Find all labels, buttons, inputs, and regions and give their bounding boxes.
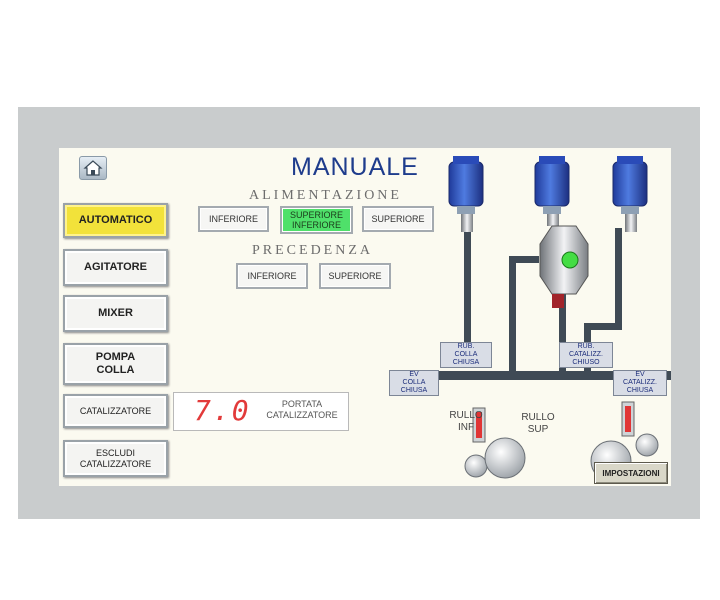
motor-left-icon [448, 156, 484, 232]
alimentazione-label: ALIMENTAZIONE [249, 188, 402, 203]
roll-inf-group [464, 407, 526, 479]
mixer-button[interactable]: MIXER [63, 295, 168, 332]
ev-colla-chiusa-tag: EV COLLA CHIUSA [389, 370, 439, 396]
process-diagram [389, 156, 671, 482]
motor-right-icon [612, 156, 648, 232]
impostazioni-button[interactable]: IMPOSTAZIONI [594, 462, 668, 484]
alimentazione-superiore-inferiore-button[interactable]: SUPERIORE INFERIORE [280, 206, 353, 234]
portata-catalizzatore-display: 7.0 PORTATA CATALIZZATORE [173, 392, 349, 431]
page-title: MANUALE [291, 153, 419, 181]
ev-catalizz-chiusa-tag: EV CATALIZZ. CHIUSA [613, 370, 667, 396]
escludi-catalizzatore-button[interactable]: ESCLUDI CATALIZZATORE [63, 440, 168, 477]
mixer-tank-icon [539, 225, 589, 308]
hmi-screen: MANUALE ALIMENTAZIONE PRECEDENZA AUTOMAT… [59, 148, 671, 486]
precedenza-inferiore-button[interactable]: INFERIORE [236, 263, 308, 289]
pompa-colla-button[interactable]: POMPA COLLA [63, 343, 168, 385]
pipes [389, 228, 671, 380]
automatico-button[interactable]: AUTOMATICO [63, 203, 168, 238]
rub-colla-chiusa-tag: RUB. COLLA CHIUSA [440, 342, 492, 368]
rullo-inf-label: RULLO INF [449, 410, 483, 433]
precedenza-superiore-button[interactable]: SUPERIORE [319, 263, 391, 289]
precedenza-label: PRECEDENZA [252, 243, 373, 258]
agitatore-button[interactable]: AGITATORE [63, 249, 168, 286]
rullo-sup-label: RULLO SUP [521, 412, 555, 435]
motor-center-icon [534, 156, 570, 226]
home-icon [83, 160, 103, 176]
home-button[interactable] [79, 156, 107, 180]
portata-value: 7.0 [194, 394, 251, 427]
portata-label: PORTATA CATALIZZATORE [266, 399, 338, 420]
catalizzatore-button[interactable]: CATALIZZATORE [63, 394, 168, 428]
rub-catalizz-chiuso-tag: RUB. CATALIZZ. CHIUSO [559, 342, 613, 368]
alimentazione-inferiore-button[interactable]: INFERIORE [198, 206, 269, 232]
alimentazione-superiore-button[interactable]: SUPERIORE [362, 206, 434, 232]
